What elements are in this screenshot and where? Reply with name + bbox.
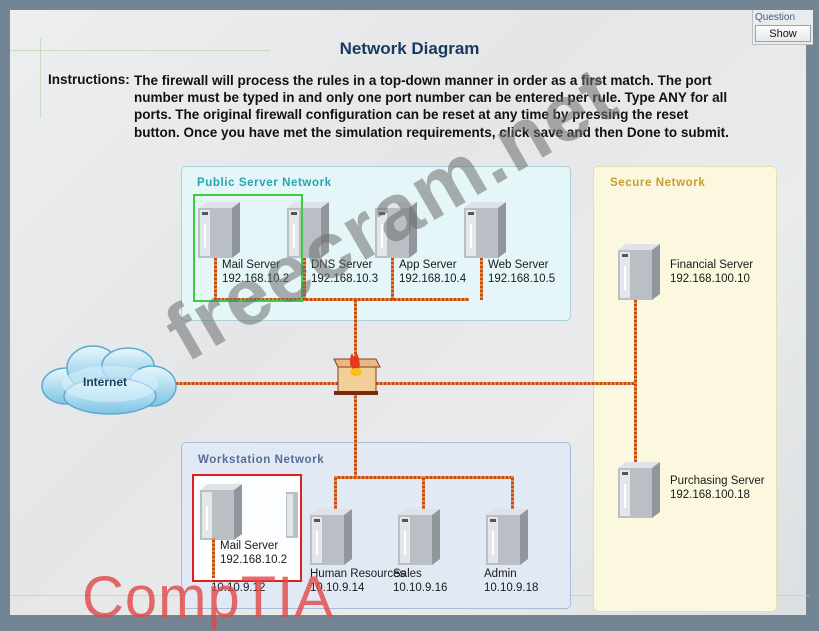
show-button[interactable]: Show — [755, 25, 811, 42]
internet-label: Internet — [83, 375, 128, 389]
wire-dns — [303, 252, 306, 300]
node-name: Financial Server — [670, 259, 754, 271]
node-name: Sales — [393, 568, 422, 580]
wire-hr — [334, 476, 337, 512]
node-ip: 192.168.10.3 — [311, 273, 379, 285]
node-ip: 10.10.9.12 — [211, 582, 266, 594]
decorative-line — [10, 50, 270, 51]
page-title: Network Diagram — [339, 39, 480, 58]
server-icon — [618, 244, 660, 300]
wire-web — [480, 252, 483, 300]
node-name: App Server — [399, 259, 457, 271]
server-icon — [398, 509, 440, 565]
node-ip: 192.168.10.4 — [399, 273, 467, 285]
public-network-title: Public Server Network — [197, 177, 332, 189]
node-ip: 10.10.9.18 — [484, 582, 539, 594]
instructions-text: The firewall will process the rules in a… — [134, 73, 729, 140]
server-icon-partial — [286, 492, 298, 538]
wire-sales — [422, 476, 425, 512]
server-icon — [310, 509, 352, 565]
wire-popup — [212, 538, 215, 578]
server-icon — [287, 202, 329, 258]
node-ip: 192.168.10.5 — [488, 273, 556, 285]
instructions-label: Instructions: — [48, 72, 130, 87]
secure-network: Secure Network — [593, 166, 777, 612]
node-name: Admin — [484, 568, 517, 580]
node-ip: 192.168.10.2 — [222, 273, 290, 285]
node-ip: 10.10.9.14 — [310, 582, 365, 594]
server-icon — [198, 202, 240, 258]
mail-server-highlight-green — [193, 194, 303, 302]
node-ip: 192.168.100.18 — [670, 489, 750, 501]
mail-server-popup-red[interactable]: Mail Server 192.168.10.2 — [192, 474, 302, 582]
secure-network-title: Secure Network — [610, 177, 706, 189]
internet-node[interactable]: Internet — [38, 342, 180, 418]
server-icon — [200, 484, 242, 540]
node-name: Purchasing Server — [670, 475, 765, 487]
node-name: Mail Server — [222, 259, 281, 271]
node-name: Web Server — [488, 259, 549, 271]
server-icon — [464, 202, 506, 258]
node-name: DNS Server — [311, 259, 373, 271]
popup-server-ip: 192.168.10.2 — [220, 554, 288, 566]
node-name: Human Resources — [310, 568, 406, 580]
secure-vertical-wire — [634, 296, 637, 466]
wire-admin — [511, 476, 514, 512]
public-bus-wire — [214, 298, 469, 301]
decorative-line — [40, 38, 41, 118]
node-ip: 10.10.9.16 — [393, 582, 448, 594]
wire-mail — [214, 252, 217, 300]
wire-app — [391, 252, 394, 300]
popup-server-name: Mail Server — [220, 540, 279, 552]
cloud-icon — [41, 345, 177, 415]
question-panel: Question Show — [752, 10, 813, 45]
question-label: Question — [755, 12, 796, 23]
workstation-network-title: Workstation Network — [198, 454, 325, 466]
server-icon — [375, 202, 417, 258]
node-ip: 192.168.100.10 — [670, 273, 750, 285]
firewall-node[interactable] — [330, 345, 382, 397]
server-icon — [618, 462, 660, 518]
core-horizontal-wire — [176, 382, 636, 385]
firewall-icon — [333, 351, 381, 395]
server-icon — [486, 509, 528, 565]
